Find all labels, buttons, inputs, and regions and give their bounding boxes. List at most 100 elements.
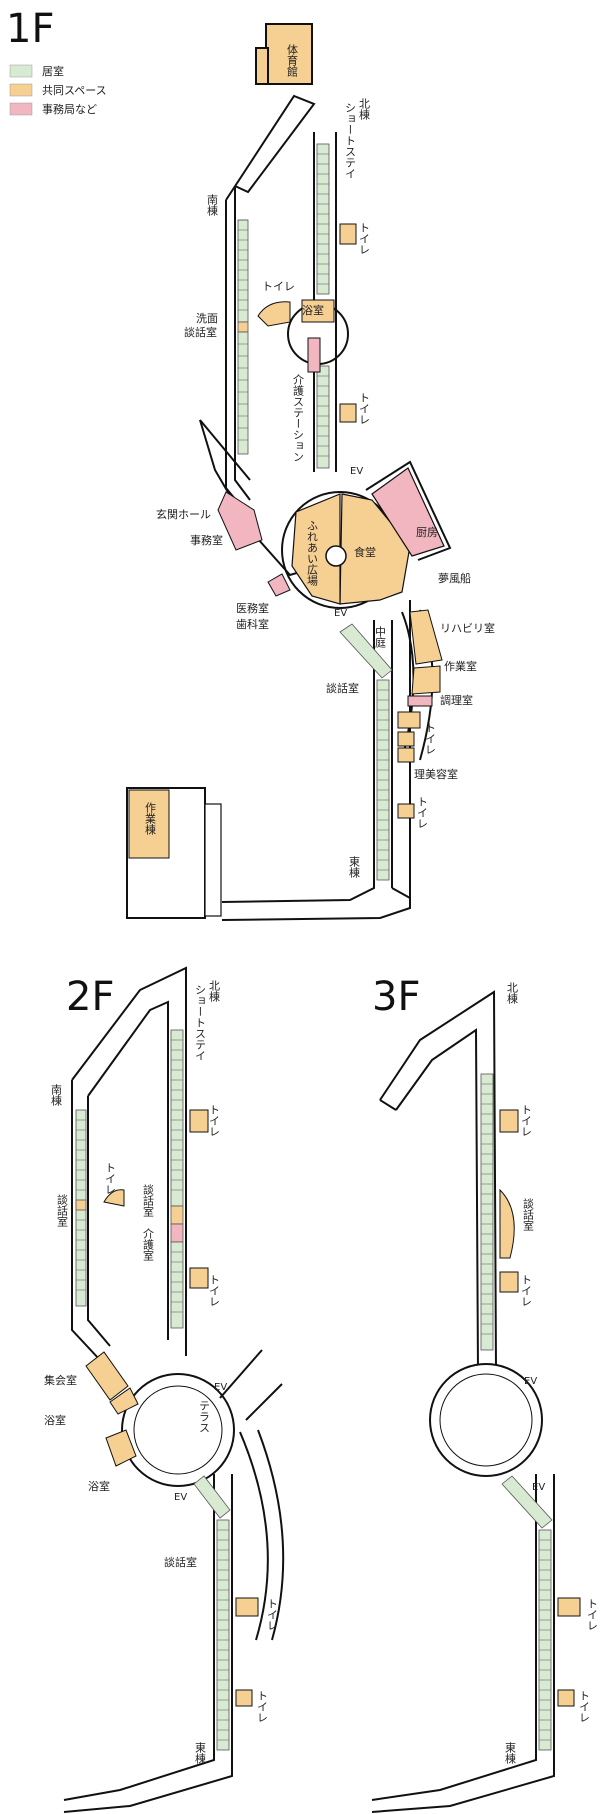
north-wing-rooms-3f [480, 1073, 494, 1351]
gym-label: 体育館 [286, 43, 299, 78]
label-3f-toilet-c: トイレ [586, 1598, 599, 1631]
label-3f-ev-b: EV [532, 1482, 545, 1493]
hub-circle-3f [429, 1363, 543, 1477]
label-2f-toilet-e: トイレ [256, 1690, 269, 1723]
label-2f-toilet-d: トイレ [266, 1598, 279, 1631]
entrance-hall-1f [217, 491, 263, 551]
floor-title-1f: 1F [6, 6, 54, 52]
workroom-1f [411, 665, 441, 695]
label-1f-plaza: ふれあい広場 [306, 520, 319, 587]
legend: 居室 共同スペース 事務局など [9, 64, 107, 116]
barber-1f [397, 747, 415, 763]
label-2f-lounge-south: 談話室 [56, 1193, 69, 1227]
building-outline-3f [371, 990, 555, 1813]
label-1f-rehab: リハビリ室 [440, 621, 495, 635]
bath-1f [301, 299, 335, 323]
toilet-1f-d [397, 731, 415, 747]
label-1f-washroom: 洗面 [196, 312, 218, 325]
label-1f-ev-b: EV [334, 608, 347, 619]
shared-spaces-1f [128, 223, 445, 859]
labels-2f: 北棟 ショートステイ 南棟 トイレ トイレ 談話室 談話室 介護室 トイレ EV… [44, 980, 279, 1765]
bath-2f-a [109, 1387, 139, 1415]
label-1f-toilet-e: トイレ [416, 796, 429, 829]
label-1f-ev-a: EV [350, 466, 363, 477]
label-1f-toilet-a: トイレ [358, 222, 371, 255]
toilet-2f-d [235, 1689, 253, 1707]
label-1f-kitchen: 厨房 [416, 526, 438, 539]
label-2f-short-stay: ショートステイ [194, 984, 207, 1061]
plaza-1f [291, 493, 341, 605]
toilet-2f-south [103, 1189, 125, 1207]
label-1f-south-wing: 南棟 [206, 194, 219, 217]
label-1f-dental: 歯科室 [236, 617, 269, 631]
toilet-1f-c [397, 711, 421, 729]
label-1f-east-wing: 東棟 [348, 856, 361, 879]
meeting-room-2f [85, 1351, 129, 1401]
label-3f-east-wing: 東棟 [504, 1742, 517, 1765]
label-2f-east-wing: 東棟 [194, 1742, 207, 1765]
label-2f-meeting: 集会室 [44, 1373, 77, 1387]
floor-2f: 2F [44, 966, 285, 1813]
label-2f-south-wing: 南棟 [50, 1084, 63, 1107]
toilet-3f-a [499, 1109, 519, 1133]
legend-swatch-office [9, 102, 33, 116]
label-3f-north-wing: 北棟 [506, 982, 519, 1005]
label-3f-lounge: 談話室 [522, 1197, 535, 1231]
floor-1f: 1F 体育館 [6, 6, 496, 921]
legend-swatch-living [9, 64, 33, 78]
east-wing-rooms-1f [339, 623, 393, 881]
label-1f-short-stay: ショートステイ [344, 102, 357, 179]
cooking-room-1f [407, 695, 433, 707]
work-building-room [128, 789, 170, 859]
labels-3f: 北棟 トイレ 談話室 トイレ EV EV トイレ トイレ 東棟 [504, 982, 599, 1765]
legend-swatch-shared [9, 83, 33, 97]
label-2f-ev-a: EV [214, 1382, 227, 1393]
legend-label-office: 事務局など [42, 102, 97, 116]
south-wing-rooms-1f [237, 219, 249, 455]
floor-title-2f: 2F [66, 974, 114, 1020]
toilet-1f-south [257, 301, 291, 327]
east-wing-rooms-2f [193, 1475, 231, 1751]
toilet-2f-c [235, 1597, 259, 1617]
label-2f-toilet-a: トイレ [208, 1104, 221, 1137]
gym-annex [255, 47, 269, 85]
medical-room-1f [267, 573, 291, 597]
label-2f-lounge-east: 談話室 [164, 1555, 197, 1569]
label-1f-entrance: 玄関ホール [156, 507, 211, 521]
label-1f-north-wing: 北棟 [358, 98, 371, 121]
label-1f-workroom: 作業室 [444, 659, 477, 673]
label-2f-ev-b: EV [174, 1492, 187, 1503]
north-wing-rooms-1f [316, 143, 330, 469]
label-3f-toilet-a: トイレ [520, 1104, 533, 1137]
label-1f-nurse-station: 介護ステーション [292, 374, 305, 462]
kitchen-1f [371, 467, 445, 557]
label-3f-toilet-b: トイレ [520, 1274, 533, 1307]
plaza-center [325, 545, 347, 567]
toilet-1f-e [397, 803, 415, 819]
toilet-3f-c [557, 1597, 581, 1617]
label-2f-terrace: テラス [198, 1400, 211, 1433]
label-2f-bath-b: 浴室 [88, 1479, 110, 1493]
label-2f-nurse-station: 介護室 [142, 1228, 155, 1261]
north-wing-rooms-2f [170, 1029, 184, 1329]
label-2f-toilet-c: トイレ [208, 1274, 221, 1307]
label-1f-medical: 医務室 [236, 601, 269, 615]
building-outline-2f [63, 966, 285, 1813]
toilet-2f-b [189, 1267, 209, 1289]
label-1f-toilet-d: トイレ [424, 722, 437, 755]
label-2f-north-wing: 北棟 [208, 980, 221, 1003]
toilet-2f-a [189, 1109, 209, 1133]
rehab-room-1f [409, 609, 443, 665]
labels-1f: 北棟 ショートステイ 南棟 トイレ トイレ 浴室 洗面 談話室 介護ステーション… [144, 98, 496, 879]
shared-spaces-3f [499, 1109, 581, 1707]
label-1f-toilet-c: トイレ [358, 392, 371, 425]
label-3f-toilet-d: トイレ [578, 1690, 591, 1723]
label-1f-yumefune: 夢風船 [438, 571, 471, 585]
toilet-3f-d [557, 1689, 575, 1707]
label-1f-work-building: 作業棟 [144, 802, 157, 836]
toilet-1f-b [339, 403, 357, 423]
label-2f-bath-a: 浴室 [44, 1413, 66, 1427]
legend-label-living: 居室 [42, 64, 64, 78]
floor-3f: 3F 北棟 トイレ 談話室 [371, 974, 599, 1813]
